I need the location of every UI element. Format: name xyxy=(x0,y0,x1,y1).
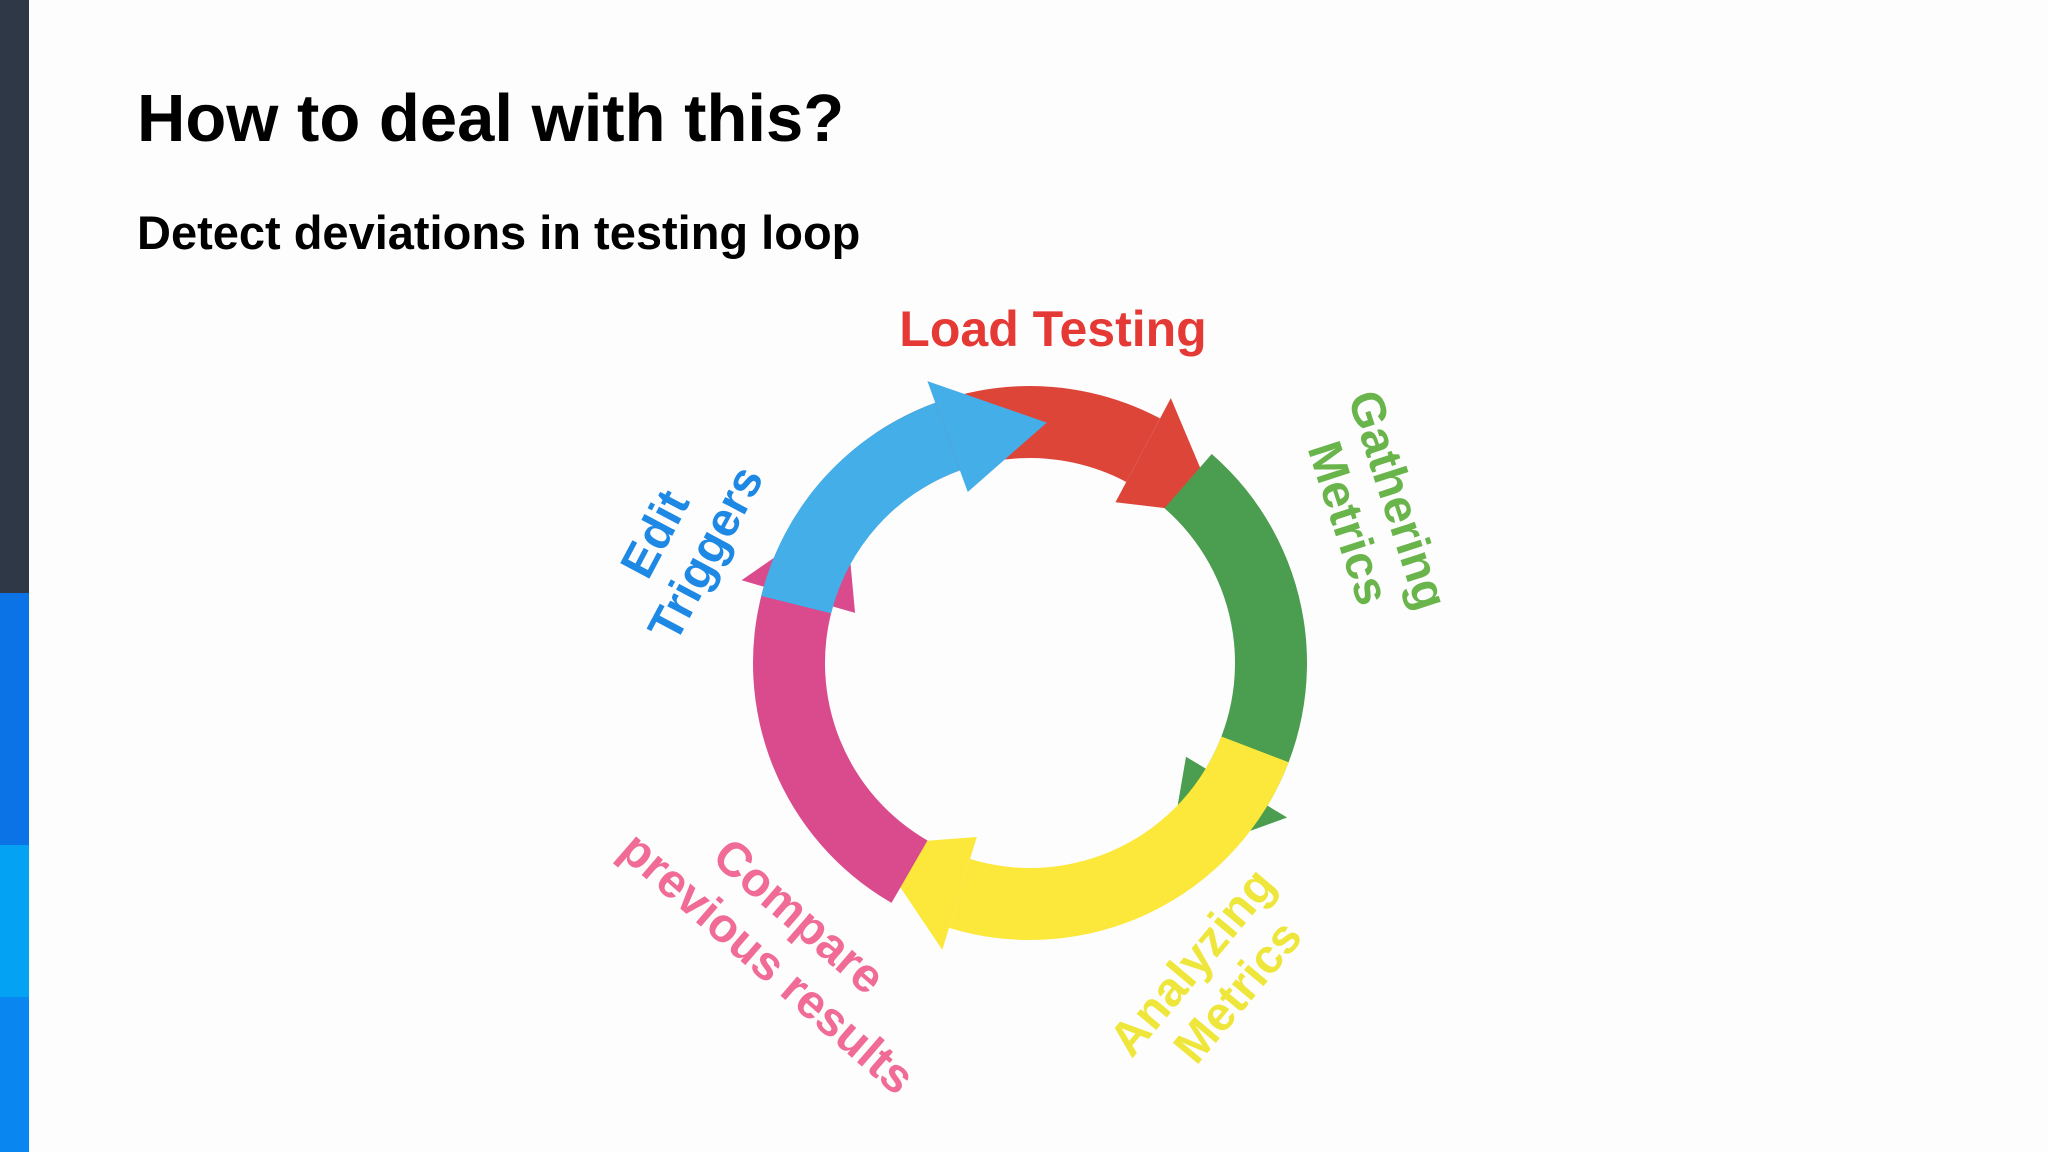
accent-segment-dark xyxy=(0,0,29,593)
step-label-gathering-metrics: Gathering Metrics xyxy=(1286,384,1462,645)
left-accent-bar xyxy=(0,0,29,1152)
arrow-body-edit-triggers xyxy=(761,402,960,614)
step-label-edit-triggers: Edit Triggers xyxy=(591,432,774,649)
accent-segment-light-blue xyxy=(0,845,29,997)
slide-subtitle: Detect deviations in testing loop xyxy=(137,206,861,259)
slide-title: How to deal with this? xyxy=(137,81,845,156)
arrow-body-compare-results xyxy=(752,586,928,903)
arrow-head-edit-triggers xyxy=(927,381,1047,492)
accent-segment-mid-blue xyxy=(0,997,29,1152)
arrow-body-gathering-metrics xyxy=(1164,453,1307,806)
accent-segment-blue xyxy=(0,593,29,845)
step-label-load-testing: Load Testing xyxy=(899,301,1206,357)
arrow-body-analyzing-metrics xyxy=(949,736,1289,940)
cycle-arrows xyxy=(741,381,1307,950)
